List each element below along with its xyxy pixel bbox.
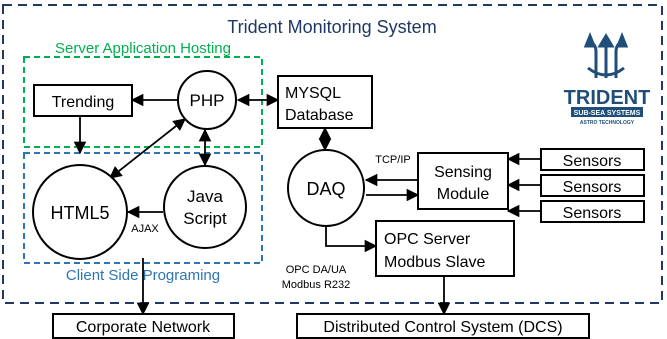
- trending-node: [33, 84, 133, 117]
- dcs-node: [296, 313, 590, 339]
- php-node: [177, 70, 237, 130]
- edge-daq-opc: [325, 226, 378, 253]
- opc-server-node: [375, 220, 515, 277]
- corporate-network-node: [52, 313, 235, 339]
- system-title: Trident Monitoring System: [227, 17, 436, 37]
- sensors-node-3: [540, 200, 645, 223]
- opc-label-line2: Modbus Slave: [384, 254, 485, 271]
- dcs-label: Distributed Control System (DCS): [323, 319, 562, 336]
- label-ajax: AJAX: [131, 223, 159, 235]
- logo-tagline-band: [571, 107, 643, 117]
- php-label: PHP: [190, 91, 225, 110]
- mysql-label-line2: Database: [285, 107, 354, 124]
- logo-name: TRIDENT: [564, 87, 651, 109]
- label-tcpip: TCP/IP: [375, 154, 410, 166]
- mysql-node: [277, 75, 373, 129]
- javascript-label-line2: Script: [183, 209, 227, 228]
- client-zone: [23, 152, 263, 264]
- daq-node: [287, 149, 365, 227]
- sensors-node-2: [540, 174, 645, 197]
- trident-icon: [583, 31, 629, 78]
- opc-label-line1: OPC Server: [384, 231, 471, 248]
- sensors-label-2: Sensors: [563, 179, 622, 196]
- trending-label: Trending: [52, 94, 115, 111]
- trident-logo: TRIDENT SUB-SEA SYSTEMS ASTRO TECHNOLOGY: [564, 31, 651, 126]
- connectors: [73, 93, 541, 316]
- javascript-node: [163, 165, 247, 249]
- sensing-module-node: [417, 152, 509, 210]
- edge-php-html5: [109, 118, 186, 179]
- daq-label: DAQ: [306, 179, 345, 199]
- logo-tagline: SUB-SEA SYSTEMS: [574, 110, 641, 117]
- corporate-network-label: Corporate Network: [76, 319, 211, 336]
- javascript-label-line1: Java: [187, 187, 223, 206]
- mysql-label-line1: MYSQL: [285, 85, 341, 102]
- label-opc-da-ua: OPC DA/UA: [286, 264, 347, 276]
- sensors-node-1: [540, 148, 645, 171]
- logo-subtag: ASTRO TECHNOLOGY: [580, 120, 635, 126]
- html5-node: [32, 164, 128, 260]
- label-modbus-r232: Modbus R232: [282, 279, 351, 291]
- sensors-label-1: Sensors: [563, 153, 622, 170]
- html5-label: HTML5: [50, 203, 109, 223]
- sensing-label-line1: Sensing: [434, 164, 492, 181]
- sensing-label-line2: Module: [437, 186, 490, 203]
- sensors-label-3: Sensors: [563, 205, 622, 222]
- server-zone-label: Server Application Hosting: [55, 40, 231, 57]
